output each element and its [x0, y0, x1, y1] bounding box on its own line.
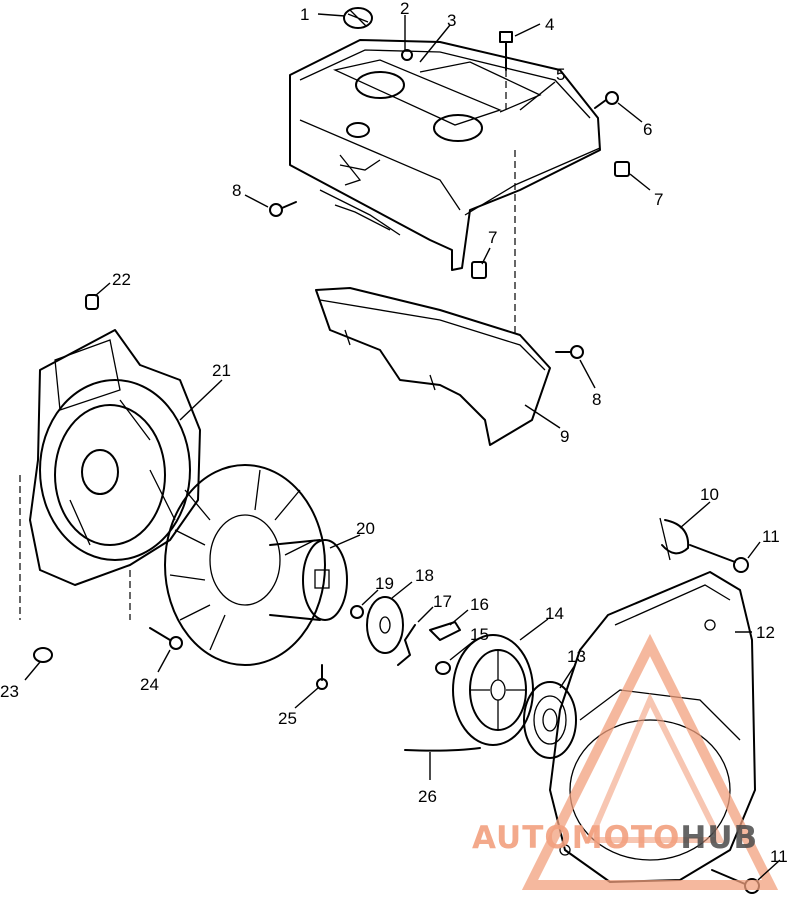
spring-part-17: [397, 624, 416, 666]
o-ring-part: [33, 647, 53, 663]
callout-5: 5: [556, 65, 565, 84]
watermark-logo: AUTOMOTOHUB: [472, 633, 779, 890]
bolt-part-11a: [689, 544, 749, 573]
screw-part-8b: [555, 345, 584, 359]
callout-12: 12: [756, 623, 775, 642]
recoil-spring-part: [523, 681, 577, 759]
callout-6: 6: [643, 120, 652, 139]
watermark-triangle: [521, 633, 779, 890]
callout-8a: 8: [232, 181, 241, 200]
callout-10: 10: [700, 485, 719, 504]
callout-16: 16: [470, 595, 489, 614]
callout-22: 22: [112, 270, 131, 289]
lower-cover-part: [315, 150, 551, 446]
cap-part: [343, 7, 373, 29]
strap-part: [319, 189, 401, 236]
callout-20: 20: [356, 519, 375, 538]
leader-lines: [24, 13, 781, 881]
clamp-part-10: [659, 517, 690, 561]
pawl-part-16: [429, 621, 461, 641]
rope-part-26: [404, 747, 481, 752]
callout-14: 14: [545, 604, 564, 623]
callout-15: 15: [470, 625, 489, 644]
bolt-part-4: [499, 31, 513, 110]
callout-26: 26: [418, 787, 437, 806]
clip-part-7b: [471, 261, 487, 279]
callout-24: 24: [140, 675, 159, 694]
dowel-part-22: [85, 294, 99, 310]
fan-housing-part: [19, 329, 201, 620]
flywheel-part: [164, 464, 326, 666]
screw-part-8a: [269, 201, 297, 217]
callout-23: 23: [0, 682, 19, 701]
clip-part-7a: [614, 161, 630, 177]
watermark-text-main: AUTOMOTO: [472, 820, 680, 856]
callout-21: 21: [212, 361, 231, 380]
callout-7b: 7: [488, 228, 497, 247]
nut-part-19: [350, 605, 364, 619]
bolt-part-25: [316, 664, 328, 690]
bolt-part-24: [129, 570, 183, 650]
callout-8b: 8: [592, 390, 601, 409]
callout-11b: 11: [770, 847, 788, 866]
callout-11a: 11: [762, 527, 780, 546]
svg-text:AUTOMOTOHUB: AUTOMOTOHUB: [472, 820, 758, 856]
starter-cup-part: [269, 539, 348, 621]
screw-part-6: [594, 91, 619, 109]
callout-25: 25: [278, 709, 297, 728]
bushing-part-15: [435, 661, 451, 675]
callout-19: 19: [375, 574, 394, 593]
callout-4: 4: [545, 15, 554, 34]
callout-9: 9: [560, 427, 569, 446]
callout-7a: 7: [654, 190, 663, 209]
callout-2: 2: [400, 0, 409, 18]
watermark-text-accent: HUB: [680, 820, 758, 856]
callout-1: 1: [300, 5, 309, 24]
callout-13: 13: [567, 647, 586, 666]
grommet-part: [401, 49, 413, 61]
callout-3: 3: [447, 11, 456, 30]
top-cover-part: [289, 39, 601, 271]
callout-17: 17: [433, 592, 452, 611]
washer-part-18: [366, 596, 404, 654]
pulley-part-14: [452, 634, 534, 746]
callout-18: 18: [415, 566, 434, 585]
